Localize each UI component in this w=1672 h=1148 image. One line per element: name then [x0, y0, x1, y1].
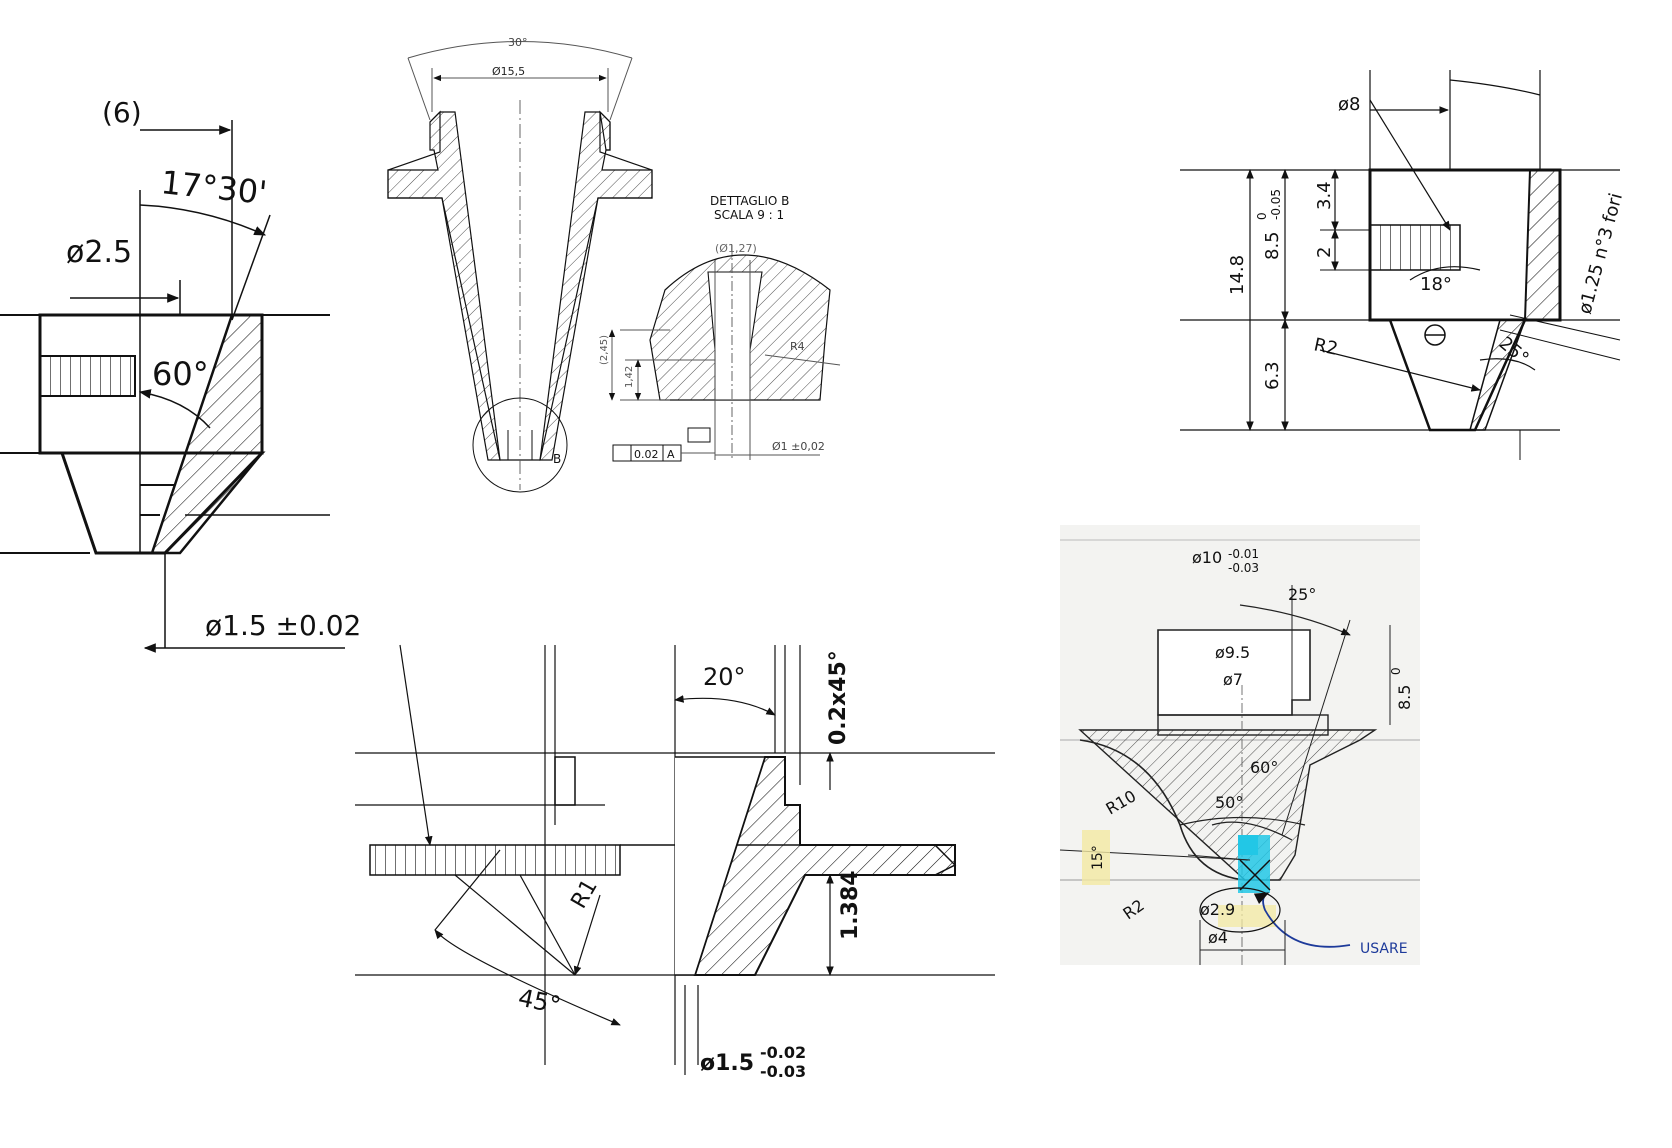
angle-18-label: 18° [1420, 274, 1452, 295]
drawing-panel-nozzle-6: (6) 17°30' ø2.5 60° ø1.5 ±0.02 [0, 40, 361, 680]
section-view [387, 41, 653, 493]
dia-8-label: ø8 [1338, 94, 1360, 115]
drawing-panel-section-detail-b: 30° Ø15,5 B DETTAGLIO B SCALA 9 : 1 (Ø1,… [370, 20, 920, 550]
angle-50-label: 50° [1215, 793, 1243, 812]
datum-reference: A [667, 448, 675, 461]
nozzle-flange-profile [355, 644, 995, 1075]
detail-height-a-label: (2,45) [599, 335, 610, 365]
angle-15-label: 15° [1090, 845, 1106, 870]
drawing-panel-scanned-nozzle: ø10 -0.01 -0.03 25° ø9.5 ø7 8.5 0 60° R1… [1059, 525, 1420, 965]
angle-20-label: 20° [703, 663, 746, 691]
dia-tol-bottom: -0.03 [760, 1062, 806, 1081]
detail-title: DETTAGLIO B [710, 194, 789, 208]
dia-bottom-label: ø1.5 ±0.02 [205, 609, 361, 642]
dim-low-label: 6.3 [1262, 361, 1283, 390]
drawing-panel-nozzle-flange: 20° 0.2x45° R1 1.384 45° ø1.5 -0.02 -0.0… [355, 644, 995, 1085]
dia-9-5-label: ø9.5 [1215, 643, 1250, 662]
handwritten-note: USARE [1360, 941, 1408, 957]
detail-radius-label: R4 [790, 340, 805, 353]
flatness-tolerance-value: 0.02 [634, 448, 659, 461]
detail-dia-label: (Ø1,27) [715, 242, 757, 255]
scanned-nozzle-profile [1059, 525, 1420, 965]
dim-height-label: 1.384 [838, 870, 863, 940]
angle-30-label: 30° [508, 36, 528, 49]
dim-side-label: 8.5 [1395, 685, 1414, 710]
drawing-panel-nozzle-8: ø8 14.8 8.5 0 -0.05 3.4 2 18° 6.3 R2 25°… [1180, 70, 1627, 460]
dim-b-label: 2 [1314, 247, 1335, 258]
detail-dia-bottom-label: Ø1 ±0,02 [772, 440, 825, 453]
detail-marker-b: B [553, 452, 561, 466]
angle-top-label: 17°30' [159, 163, 269, 212]
dim-total-label: 14.8 [1227, 255, 1248, 295]
part-number-label: (6) [102, 96, 142, 129]
nozzle-6-profile [0, 120, 345, 653]
radius-r1-label: R1 [567, 875, 603, 913]
angle-25-label: 25° [1288, 585, 1316, 604]
holes-note-label: ø1.25 n°3 fori [1575, 191, 1627, 316]
dia-2-9-label: ø2.9 [1200, 900, 1235, 919]
dia-top-label: ø2.5 [66, 235, 132, 270]
angle-mid-label: 60° [152, 355, 209, 393]
dia-15-5-label: Ø15,5 [492, 65, 525, 78]
detail-b-view [608, 245, 841, 462]
detail-scale: SCALA 9 : 1 [714, 208, 784, 222]
dim-main-tol-top: 0 [1255, 212, 1269, 220]
dia-bottom-label: ø1.5 [700, 1051, 754, 1076]
angle-60-label: 60° [1250, 758, 1278, 777]
chamfer-label: 0.2x45° [826, 650, 851, 745]
dim-side-tol: 0 [1389, 667, 1403, 675]
dia-10-label: ø10 [1192, 548, 1222, 567]
radius-r2-label: R2 [1312, 334, 1340, 360]
dia-tol-top: -0.02 [760, 1043, 806, 1062]
dim-a-label: 3.4 [1314, 181, 1335, 210]
dia-10-tol-a: -0.01 [1228, 547, 1259, 561]
dim-main-label: 8.5 [1262, 231, 1283, 260]
angle-45-label: 45° [516, 983, 563, 1019]
dia-7-label: ø7 [1223, 670, 1243, 689]
dia-4-label: ø4 [1208, 928, 1228, 947]
dim-main-tol-bottom: -0.05 [1269, 189, 1283, 220]
detail-height-b-label: 1,42 [624, 366, 635, 388]
nozzle-8-profile [1180, 70, 1621, 460]
dia-10-tol-b: -0.03 [1228, 561, 1259, 575]
